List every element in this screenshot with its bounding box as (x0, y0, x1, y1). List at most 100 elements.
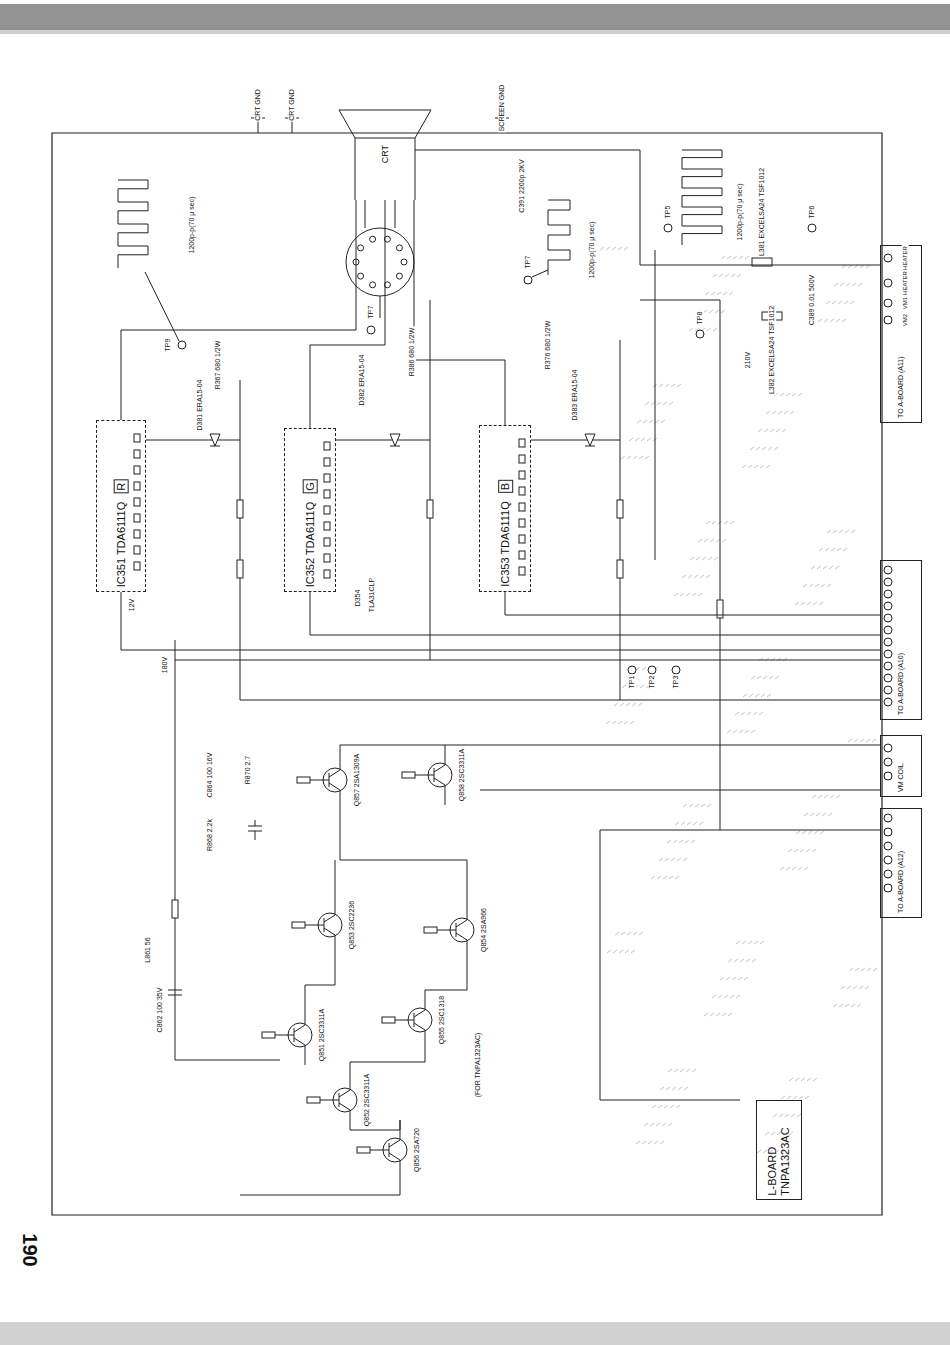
transistor-leads (320, 1070, 350, 1130)
transistor-leads (395, 990, 425, 1050)
component-label: TP9 (164, 338, 172, 353)
ic-pin (519, 503, 525, 511)
ic-box: IC353 TDA6111QB (479, 425, 531, 592)
wire (425, 960, 467, 990)
component-label: TP7 (524, 255, 532, 270)
transistor-leads (305, 895, 335, 955)
connector-pin (884, 316, 892, 324)
resistor-symbol (357, 1147, 370, 1153)
scan-shadow (0, 28, 950, 34)
scan-shadow (0, 4, 950, 30)
scan-hatch (615, 932, 643, 935)
transistor-leads (415, 745, 445, 805)
diode-symbol (585, 434, 595, 446)
node-text-group: IC353 TDA6111QB (498, 430, 513, 587)
component-label: 1200p-p(70 μ sec) (188, 196, 196, 255)
signal-wire (121, 200, 356, 420)
scan-hatch (743, 694, 771, 697)
signal-wire (310, 200, 385, 428)
connector-pin (884, 884, 892, 892)
capacitor-symbol (168, 990, 182, 995)
ic-pin (134, 482, 140, 490)
socket-pin (370, 282, 376, 288)
component-label: TP3 (672, 675, 680, 690)
node-title: TO A-BOARD (A10) (897, 653, 905, 715)
scan-hatch (645, 402, 673, 405)
waveform (118, 180, 148, 268)
scan-hatch (742, 465, 770, 468)
component-label: D382 ERA15-04 (358, 354, 366, 407)
crt-tube: CRT (338, 108, 432, 200)
scan-hatch (682, 575, 710, 578)
resistor-symbol (237, 500, 243, 518)
component-label: TP6 (808, 205, 816, 220)
wire (336, 440, 430, 441)
wire (430, 600, 431, 660)
component-label: SCREEN GND (498, 84, 506, 133)
component-label: 1200p-p(70 μ sec) (588, 221, 596, 280)
component-label: VM1 (902, 296, 909, 310)
diode-symbol (210, 434, 220, 446)
socket-pin (396, 245, 402, 251)
wire (240, 1180, 400, 1195)
waveform (682, 150, 722, 245)
test-point (648, 666, 656, 674)
scan-hatch (705, 292, 733, 295)
component-label: TP2 (648, 675, 656, 690)
resistor-symbol (307, 1097, 320, 1103)
component-label: TP7 (367, 305, 375, 320)
ic-pin (324, 554, 330, 562)
scan-hatch (690, 557, 718, 560)
connector-pin (884, 698, 892, 706)
wire (531, 440, 620, 441)
connector: TO A-BOARD (A12) (880, 808, 922, 918)
node-text-group: CRT (380, 113, 390, 195)
scan-hatch (773, 1114, 801, 1117)
scan-hatch (698, 539, 726, 542)
scan-hatch (789, 1078, 817, 1081)
connector-pin (884, 828, 892, 836)
scan-hatch (675, 822, 703, 825)
signal-wire (414, 200, 505, 425)
scan-hatch (713, 274, 741, 277)
component-label: L382 EXCELSA24 TSF1012 (768, 305, 776, 395)
signal-wire (432, 150, 880, 265)
ic-pin (324, 458, 330, 466)
scan-hatch (653, 384, 681, 387)
scan-hatch (781, 1096, 809, 1099)
ic-pin (324, 570, 330, 578)
resistor-symbol (237, 560, 243, 578)
component-label: Q856 2SA720 (413, 1127, 421, 1173)
ic-pin (324, 506, 330, 514)
scan-hatch (689, 328, 717, 331)
test-point (664, 224, 672, 232)
wire (350, 1120, 400, 1130)
component-label: Q855 2SC1318 (438, 995, 446, 1045)
wire (240, 700, 880, 701)
connector-pin (884, 638, 892, 646)
board-label-box: L-BOARD TNPA1323AC (756, 1100, 802, 1200)
ic-pin (324, 522, 330, 530)
ic-pin (134, 546, 140, 554)
wire (305, 955, 335, 1005)
resistor-symbol (262, 1032, 275, 1038)
connector-pin (884, 814, 892, 822)
socket-pin (401, 259, 407, 265)
connector-pin (884, 614, 892, 622)
scan-hatch (622, 685, 650, 688)
test-point (178, 341, 186, 349)
scan-hatch (795, 602, 823, 605)
connector-pin (884, 578, 892, 586)
scan-hatch (704, 1013, 732, 1016)
node-title: IC353 TDA6111Q (499, 501, 512, 587)
component-label: R386 680 1/2W (408, 327, 416, 378)
wire (390, 745, 880, 746)
component-label: 12V (128, 598, 136, 612)
ic-pin (324, 490, 330, 498)
connector-pin (884, 626, 892, 634)
capacitor-symbol (248, 820, 262, 840)
scan-shadow (0, 1322, 950, 1345)
scan-hatch (621, 456, 649, 459)
scan-hatch (750, 447, 778, 450)
